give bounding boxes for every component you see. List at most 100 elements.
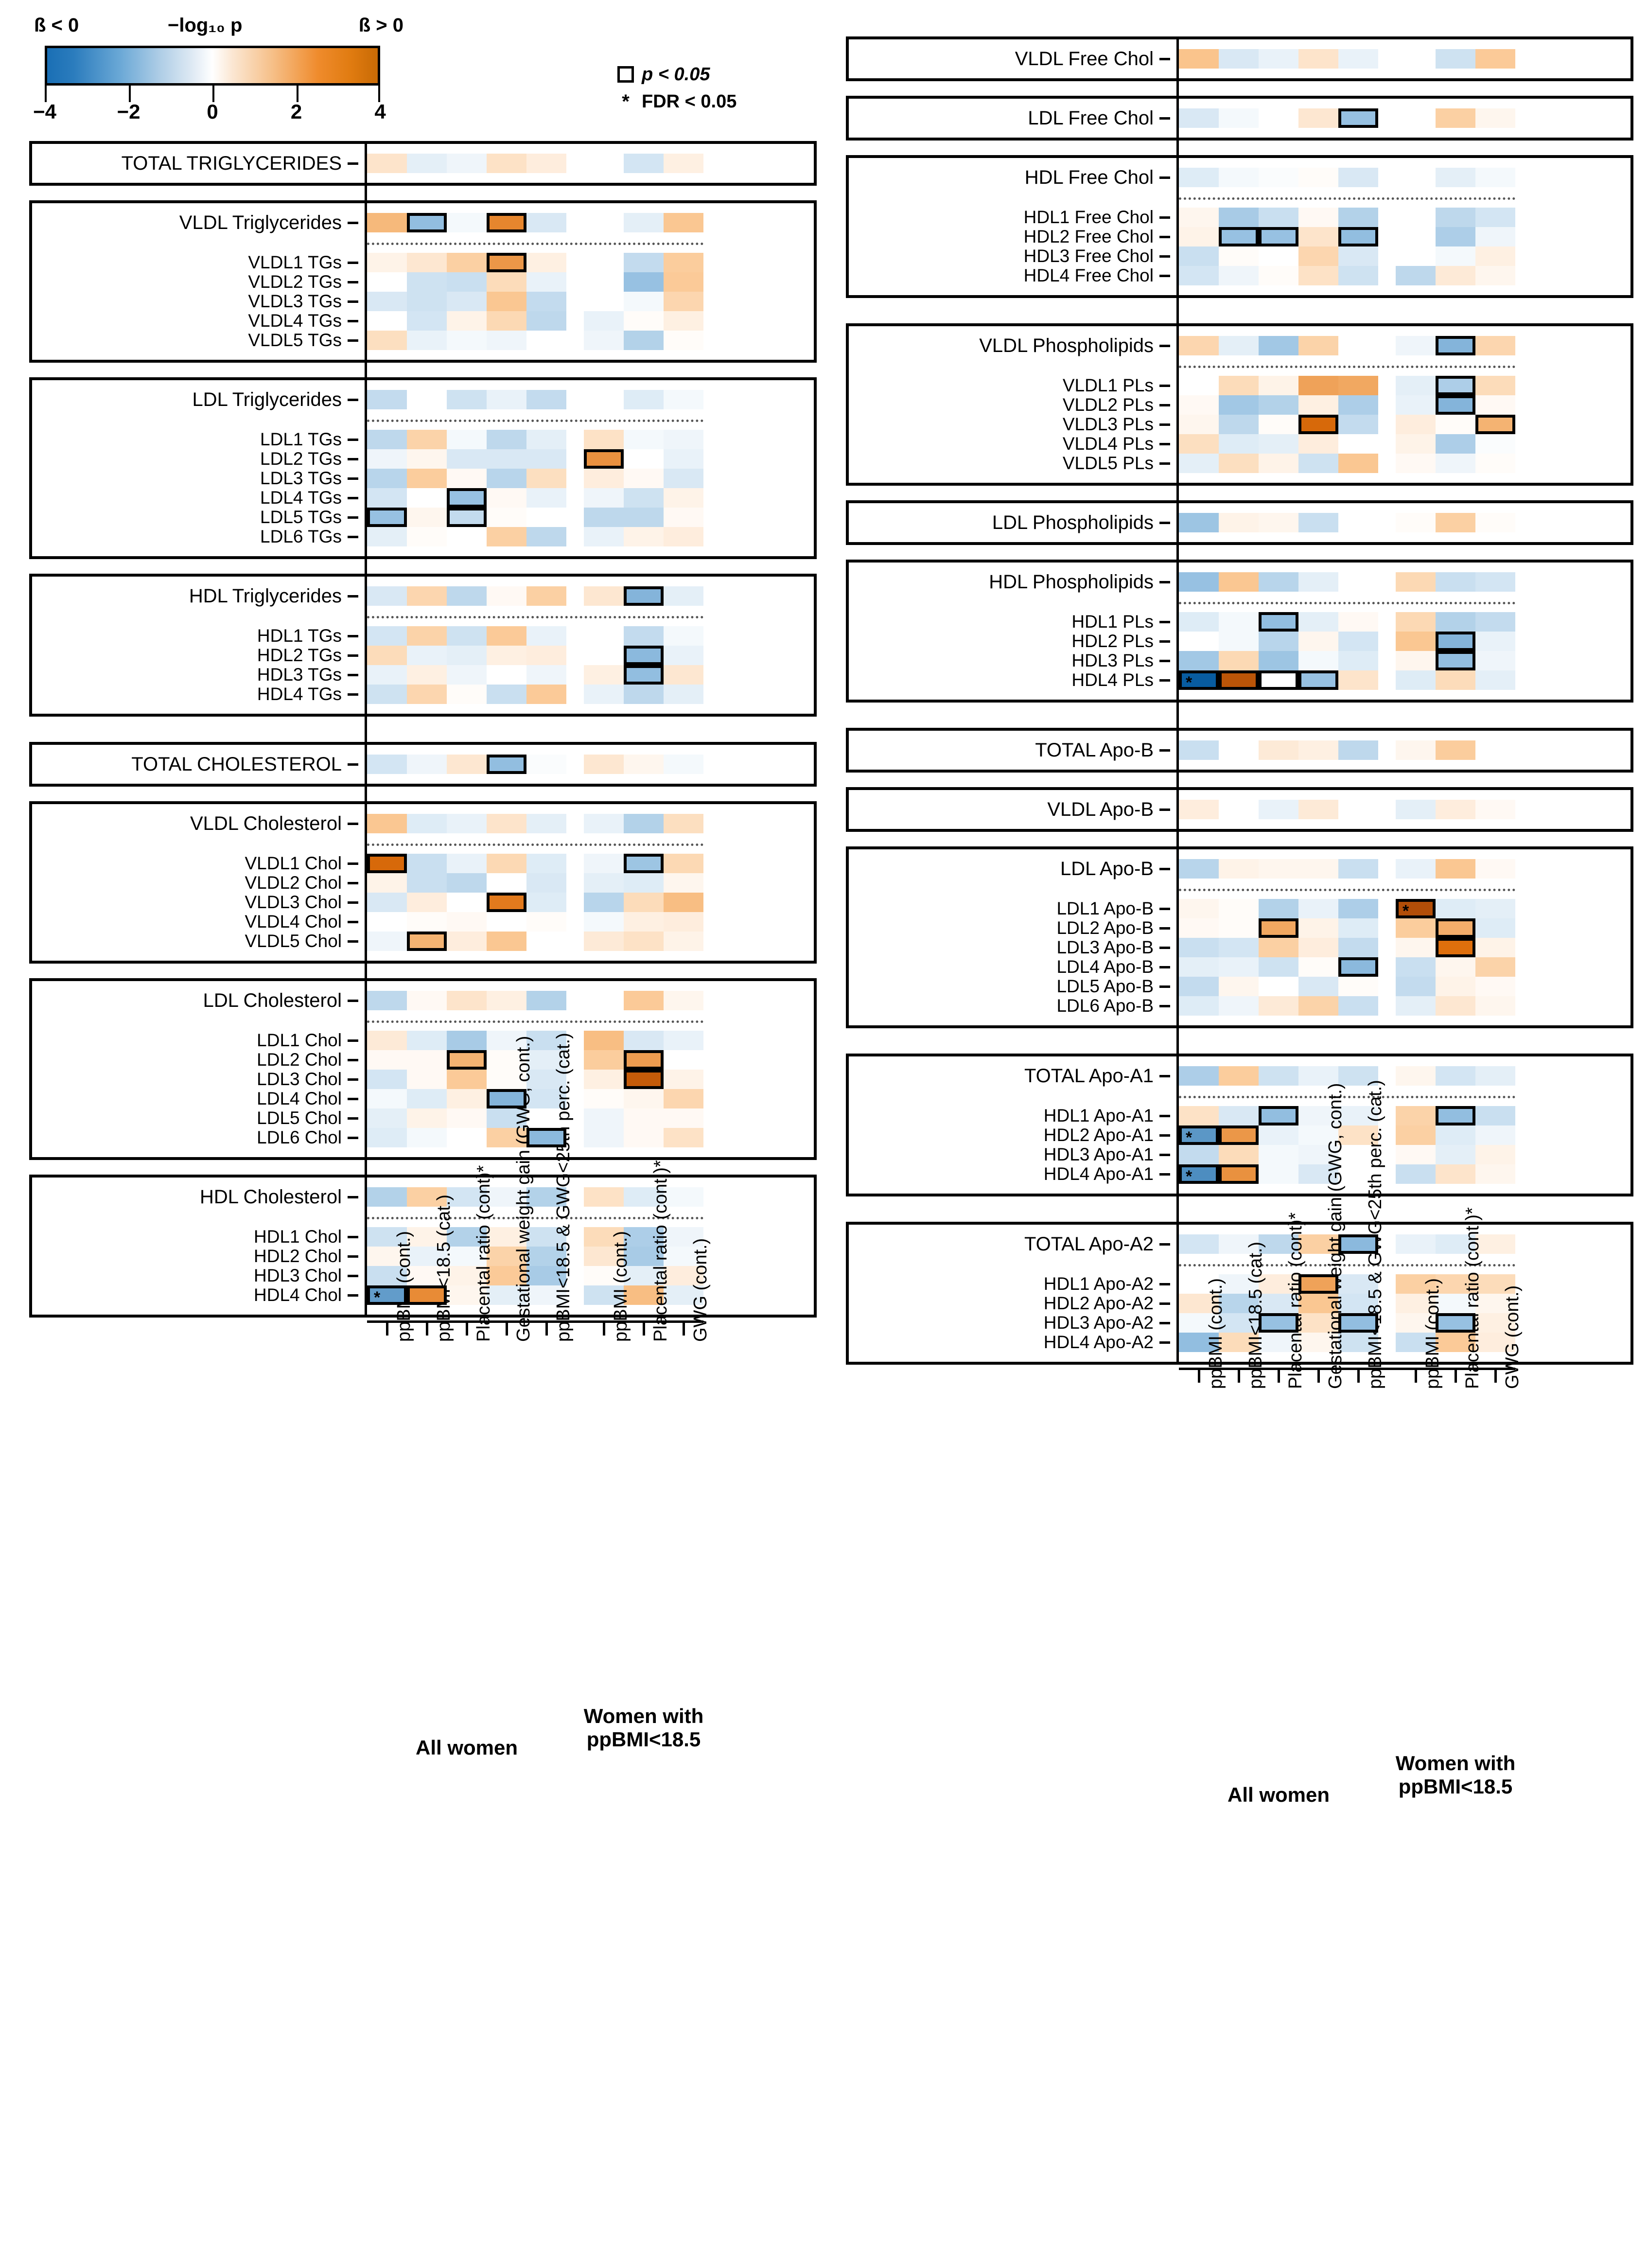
panel-phospholipids: VLDL PhospholipidsVLDL1 PLsVLDL2 PLsVLDL… <box>846 323 1633 703</box>
heatmap-cell <box>1475 918 1515 938</box>
heatmap-cell <box>1396 859 1436 879</box>
heatmap-cell <box>584 390 624 409</box>
row-tick <box>1159 1004 1170 1007</box>
heatmap-cell <box>1338 266 1378 285</box>
heatmap-cell <box>584 272 624 292</box>
heatmap-cell <box>1338 434 1378 454</box>
heatmap-cell <box>1338 395 1378 415</box>
heatmap-cell <box>367 430 407 449</box>
heatmap-cell <box>407 893 447 912</box>
heatmap-cell <box>447 1070 487 1089</box>
heatmap-cell <box>1259 454 1298 473</box>
heatmap-cell <box>1259 376 1298 395</box>
heatmap-cell <box>1475 246 1515 266</box>
row-tick <box>1159 176 1170 179</box>
heatmap-cell <box>1259 108 1298 128</box>
colorbar-labels: ß < 0 −log₁₀ p ß > 0 <box>29 15 408 45</box>
left-axis-label: Gestational weight gain (GWG, cont.) <box>513 1036 534 1342</box>
heatmap-cell <box>1436 266 1475 285</box>
heatmap-cell <box>1436 513 1475 532</box>
heatmap-cell <box>664 893 703 912</box>
row-tick <box>1159 1341 1170 1344</box>
heatmap-cell <box>1219 415 1259 434</box>
heatmap-cell <box>584 1050 624 1070</box>
heatmap-cell <box>1259 632 1298 651</box>
heatmap-cell <box>584 854 624 873</box>
row-tick <box>1159 462 1170 465</box>
heatmap-cell <box>526 646 566 665</box>
heatmap-cell <box>584 527 624 546</box>
heatmap-cell <box>407 430 447 449</box>
heatmap-cell <box>1338 1125 1378 1145</box>
left-axis-tick <box>643 1323 645 1336</box>
heatmap-cell-significant <box>487 213 526 232</box>
heatmap-cell <box>1475 454 1515 473</box>
heatmap-cell <box>664 1050 703 1070</box>
heatmap-cell <box>1338 800 1378 819</box>
row-tick <box>348 1039 358 1042</box>
heatmap-cell <box>1298 1294 1338 1313</box>
row-tick <box>348 654 358 657</box>
colorbar-tick <box>128 86 131 102</box>
heatmap-cell <box>1219 1106 1259 1125</box>
heatmap-cell <box>526 932 566 951</box>
heatmap-cell <box>487 331 526 350</box>
heatmap-cell <box>407 912 447 932</box>
heatmap-cell <box>1179 740 1219 760</box>
row-tick <box>348 281 358 283</box>
heatmap-cell <box>407 626 447 646</box>
heatmap-cell <box>1436 246 1475 266</box>
heatmap-cell <box>407 685 447 704</box>
heatmap-cell <box>367 912 407 932</box>
row-tick <box>1159 1283 1170 1285</box>
row-tick <box>348 398 358 401</box>
row-tick <box>348 901 358 904</box>
heatmap-cell <box>407 755 447 774</box>
colorbar-tick-label: 2 <box>290 100 302 123</box>
heatmap-cell <box>1298 572 1338 592</box>
subclass-separator <box>1179 889 1515 891</box>
colorbar-tick <box>45 86 47 102</box>
row-tick <box>1159 1114 1170 1117</box>
heatmap-cell <box>1179 899 1219 918</box>
heatmap-cell <box>664 213 703 232</box>
heatmap-cell <box>584 1031 624 1050</box>
heatmap-cell <box>487 873 526 893</box>
row-tick <box>1159 620 1170 623</box>
heatmap-cell-significant <box>1219 670 1259 690</box>
heatmap-cell <box>1436 208 1475 227</box>
heatmap-cell <box>584 1187 624 1207</box>
heatmap-cell <box>584 1128 624 1147</box>
heatmap-cell <box>624 331 664 350</box>
row-tick <box>1159 749 1170 752</box>
heatmap-cell <box>624 1227 664 1247</box>
heatmap-cell <box>1436 800 1475 819</box>
right-group-label-1: Women with ppBMI<18.5 <box>1395 1752 1516 1798</box>
heatmap-cell-significant <box>407 932 447 951</box>
heatmap-cell <box>584 508 624 527</box>
heatmap-cell <box>1338 376 1378 395</box>
heatmap-cell <box>487 1070 526 1089</box>
heatmap-cell <box>1338 572 1378 592</box>
row-tick <box>348 535 358 538</box>
heatmap-cell <box>1259 266 1298 285</box>
heatmap-cell <box>1179 1106 1219 1125</box>
heatmap-cell <box>1338 415 1378 434</box>
heatmap-cell <box>1436 434 1475 454</box>
heatmap-cell <box>407 390 447 409</box>
heatmap-cell <box>367 893 407 912</box>
heatmap-cell <box>526 331 566 350</box>
heatmap-cell <box>664 272 703 292</box>
heatmap-cell <box>1298 1066 1338 1086</box>
heatmap-cell <box>1259 1234 1298 1254</box>
heatmap-cell <box>664 626 703 646</box>
heatmap-cell <box>624 272 664 292</box>
subclass-separator <box>367 1217 703 1219</box>
left-group-label-1: Women with ppBMI<18.5 <box>583 1705 704 1751</box>
heatmap-cell <box>367 154 407 173</box>
heatmap-cell <box>367 991 407 1010</box>
heatmap-cell <box>1298 1234 1338 1254</box>
heatmap-cell <box>447 646 487 665</box>
colorbar-tick <box>378 86 380 102</box>
heatmap-cell <box>1259 957 1298 977</box>
